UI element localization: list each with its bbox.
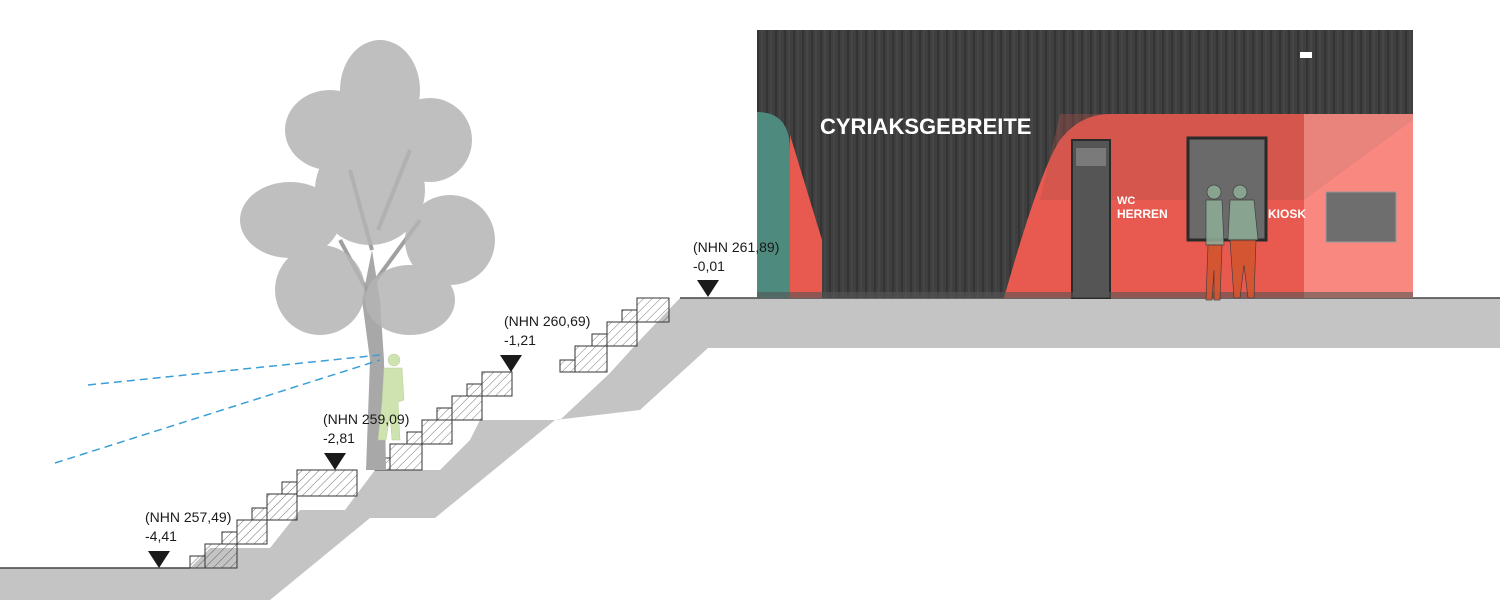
teal-panel: [757, 112, 790, 298]
level-nhn-4: (NHN 257,49): [145, 509, 231, 525]
kiosk-label: KIOSK: [1268, 207, 1306, 221]
stair-blocks: [189, 297, 670, 569]
level-triangle-icon: [500, 355, 522, 372]
level-marker-4: (NHN 257,49) -4,41: [145, 509, 231, 568]
level-marker-1: (NHN 261,89) -0,01: [693, 239, 779, 297]
people-figures-kiosk: [1205, 184, 1259, 301]
level-triangle-icon: [697, 280, 719, 297]
level-triangle-icon: [324, 453, 346, 470]
level-nhn-3: (NHN 259,09): [323, 411, 409, 427]
level-rel-1: -0,01: [693, 258, 725, 274]
building: [757, 30, 1413, 299]
level-rel-2: -1,21: [504, 332, 536, 348]
level-rel-4: -4,41: [145, 528, 177, 544]
level-triangle-icon: [148, 551, 170, 568]
terrain-section: [0, 298, 1500, 600]
level-nhn-1: (NHN 261,89): [693, 239, 779, 255]
wc-label-line1: WC: [1117, 195, 1135, 207]
level-rel-3: -2,81: [323, 430, 355, 446]
level-marker-2: (NHN 260,69) -1,21: [500, 313, 590, 372]
person-figure-stairs: [377, 353, 405, 441]
red-strip-left: [790, 135, 822, 298]
side-window: [1325, 191, 1397, 243]
level-marker-3: (NHN 259,09) -2,81: [323, 411, 409, 470]
tree: [240, 40, 495, 470]
building-name: CYRIAKSGEBREITE: [820, 114, 1031, 139]
wall-light: [1300, 52, 1312, 58]
level-nhn-2: (NHN 260,69): [504, 313, 590, 329]
sight-lines: [54, 354, 381, 464]
wc-label-line2: HERREN: [1117, 207, 1168, 221]
door: [1071, 139, 1111, 299]
door-transom: [1076, 148, 1106, 166]
